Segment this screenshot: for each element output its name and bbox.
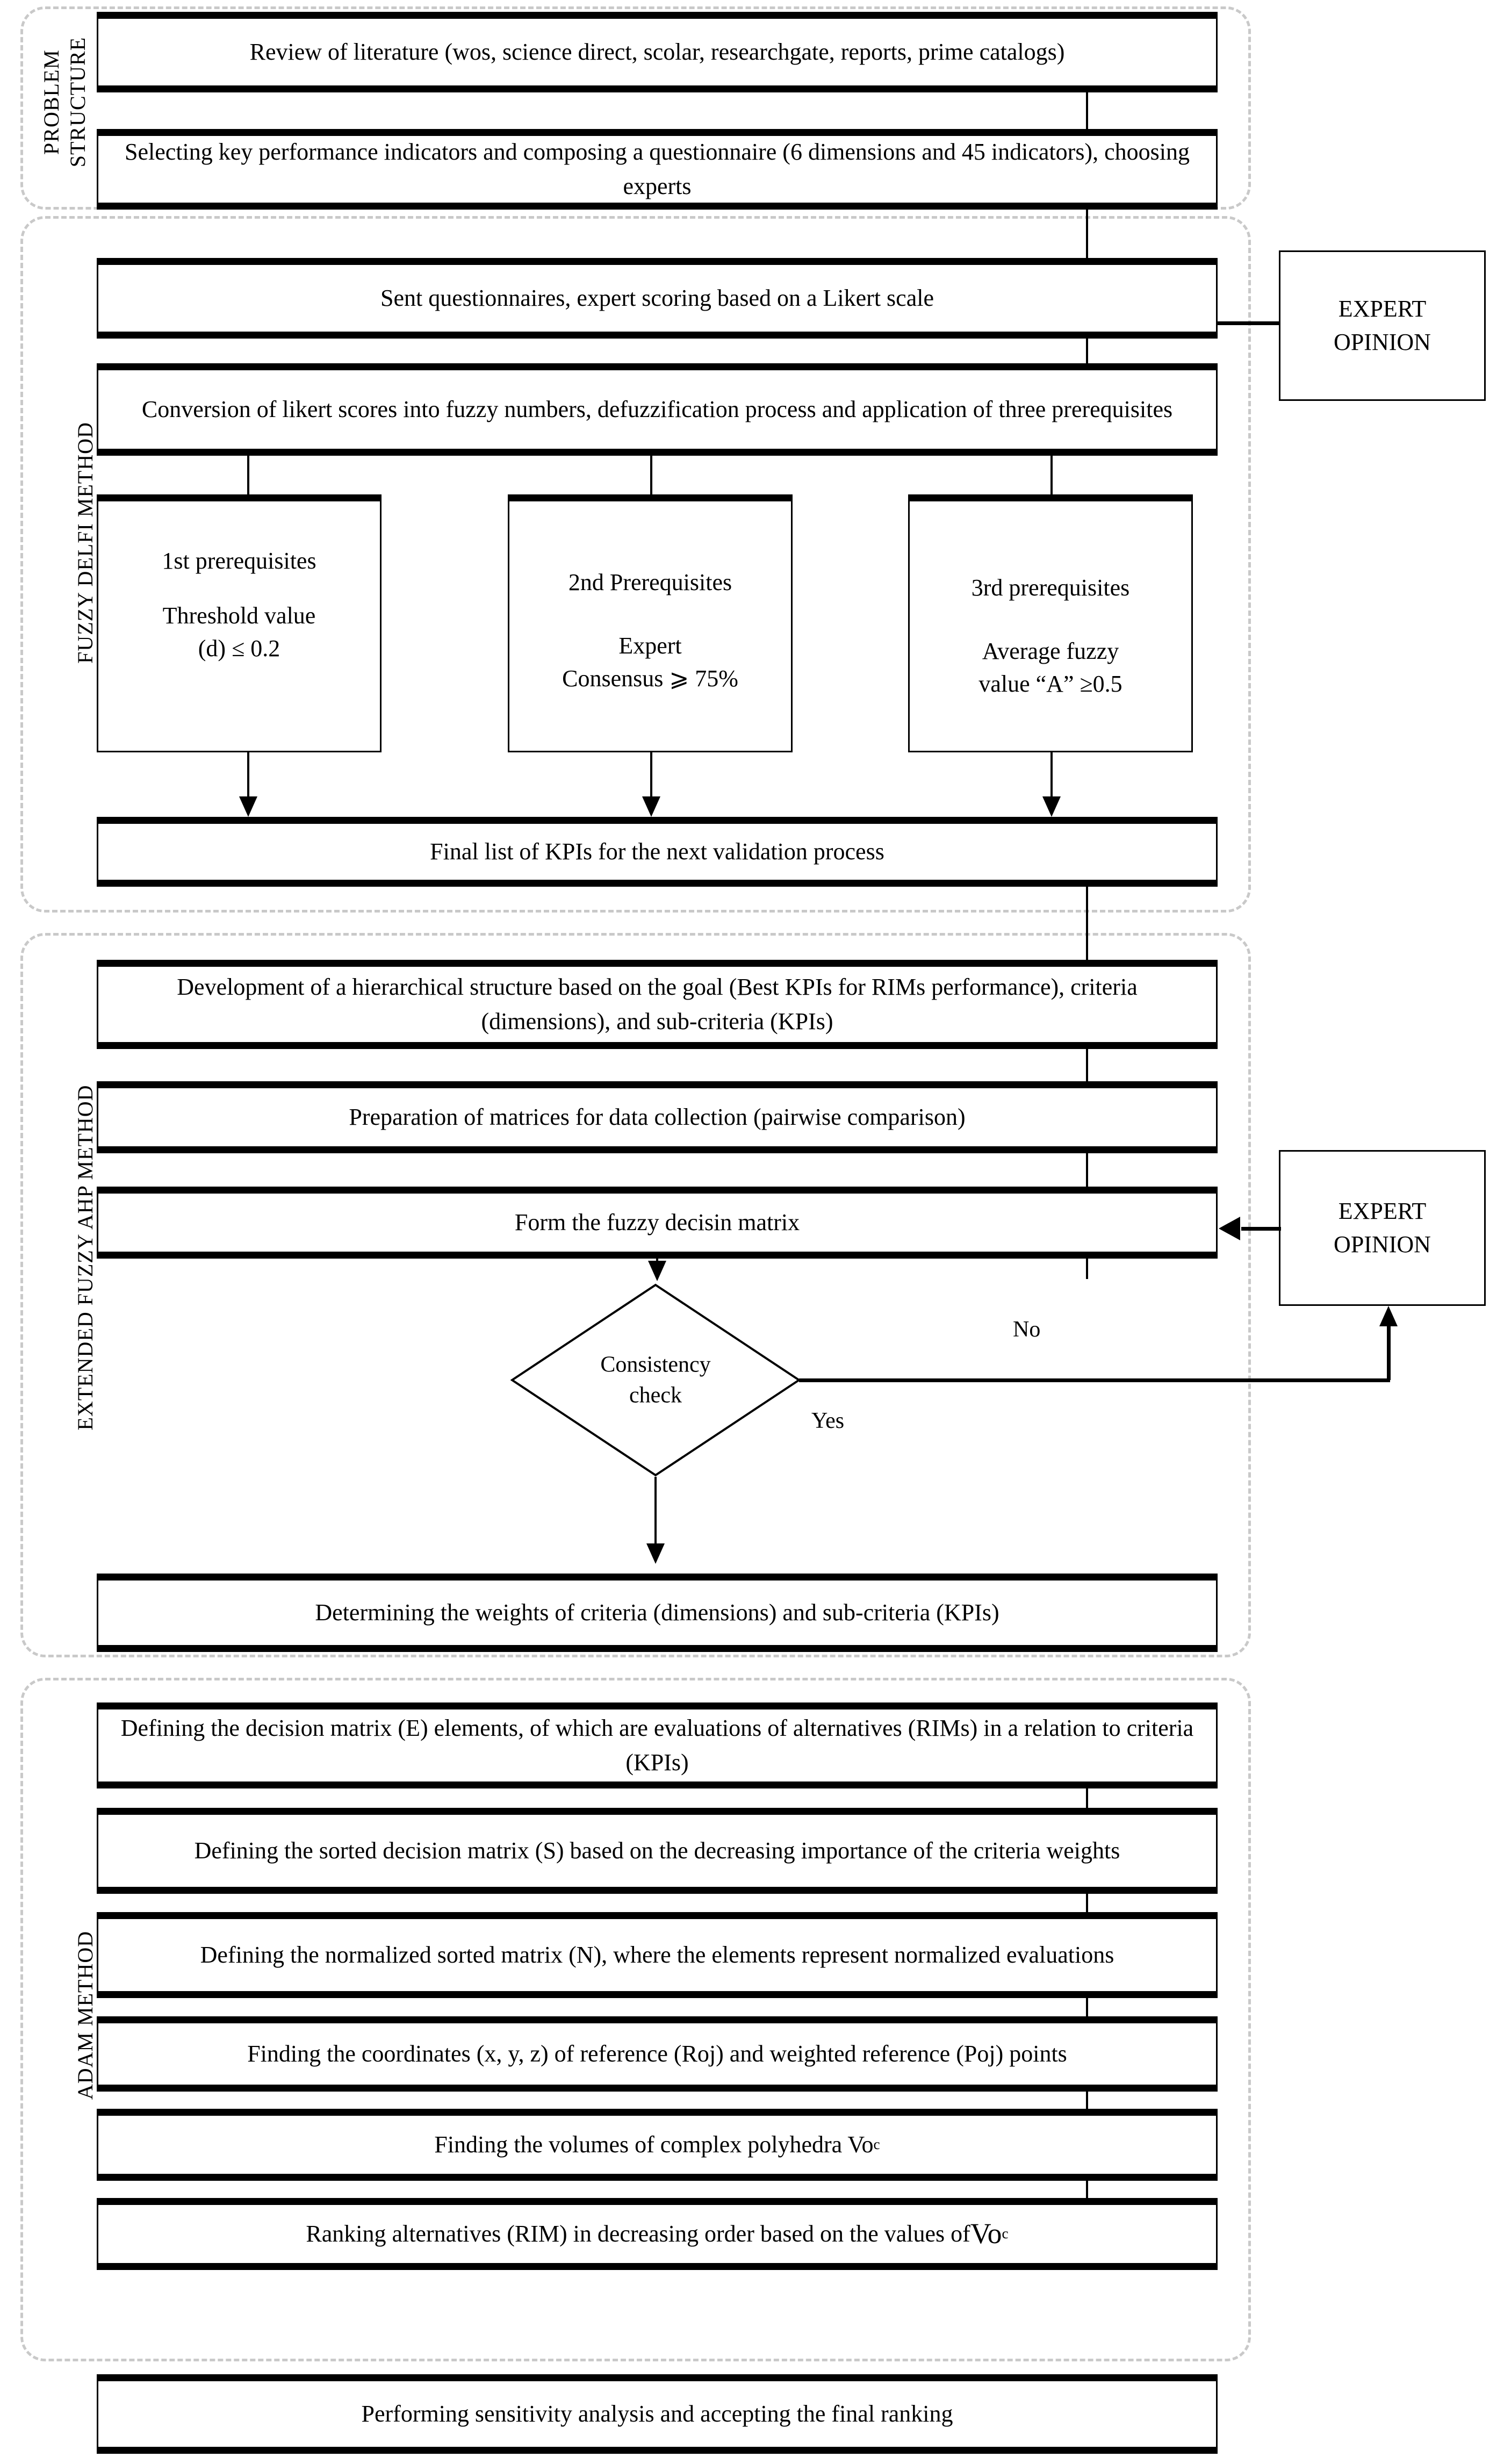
connector-yes-branch-vertical bbox=[654, 1477, 657, 1549]
expert-opinion-line1: EXPERT bbox=[1338, 296, 1427, 322]
prerequisite-3-title: 3rd prerequisites bbox=[971, 574, 1130, 601]
connector-conversion-stem-left bbox=[247, 456, 249, 497]
connector-hierarchical-to-matrices bbox=[1086, 1049, 1088, 1081]
step-sorted-matrix-s[interactable]: Defining the sorted decision matrix (S) … bbox=[97, 1808, 1218, 1894]
step-determine-weights[interactable]: Determining the weights of criteria (dim… bbox=[97, 1574, 1218, 1652]
step-conversion-likert[interactable]: Conversion of likert scores into fuzzy n… bbox=[97, 363, 1218, 456]
connector-questionnaires-to-conversion bbox=[1086, 339, 1088, 363]
step-sent-questionnaires[interactable]: Sent questionnaires, expert scoring base… bbox=[97, 258, 1218, 339]
expert-opinion-box-2[interactable]: EXPERT OPINION bbox=[1279, 1150, 1486, 1306]
step-normalized-matrix-n[interactable]: Defining the normalized sorted matrix (N… bbox=[97, 1912, 1218, 1998]
volumes-superscript: c bbox=[873, 2136, 880, 2153]
connector-coordinates-to-volumes bbox=[1086, 2092, 1088, 2109]
prerequisite-2-title: 2nd Prerequisites bbox=[568, 569, 732, 595]
expert-opinion-2-line2: OPINION bbox=[1334, 1231, 1431, 1258]
connector-matrices-to-fuzzy-matrix bbox=[1086, 1153, 1088, 1187]
arrow-yes-branch-to-weights bbox=[646, 1543, 665, 1564]
prerequisite-3-line1: Average fuzzy bbox=[982, 637, 1119, 664]
arrow-prereq3-to-final bbox=[1042, 796, 1061, 817]
prerequisite-1-line2: (d) ≤ 0.2 bbox=[198, 635, 280, 662]
prerequisite-box-1[interactable]: 1st prerequisites Threshold value (d) ≤ … bbox=[97, 494, 382, 752]
diamond-shape bbox=[510, 1283, 801, 1477]
prerequisite-3-line2: value “A” ≥0.5 bbox=[978, 671, 1122, 698]
step-form-fuzzy-matrix[interactable]: Form the fuzzy decisin matrix bbox=[97, 1187, 1218, 1259]
connector-conversion-stem-right bbox=[1050, 456, 1053, 497]
step-final-list-kpis[interactable]: Final list of KPIs for the next validati… bbox=[97, 817, 1218, 887]
branch-label-yes: Yes bbox=[811, 1409, 845, 1433]
decision-consistency-check[interactable]: Consistency check bbox=[510, 1283, 801, 1477]
connector-expert2-to-fuzzy-matrix bbox=[1241, 1227, 1281, 1231]
expert-opinion-box-1[interactable]: EXPERT OPINION bbox=[1279, 250, 1486, 401]
connector-fuzzy-matrix-to-consistency bbox=[1086, 1259, 1088, 1279]
connector-e-to-s bbox=[1086, 1788, 1088, 1808]
arrow-no-branch-to-expert2 bbox=[1379, 1306, 1398, 1326]
arrow-fuzzy-matrix-to-consistency bbox=[648, 1261, 666, 1281]
connector-fuzzy-matrix-stem bbox=[656, 1259, 658, 1263]
expert-opinion-2-line1: EXPERT bbox=[1338, 1198, 1427, 1225]
prerequisite-2-line1: Expert bbox=[618, 632, 682, 659]
connector-no-branch-horizontal bbox=[799, 1378, 1390, 1382]
step-volumes-polyhedra[interactable]: Finding the volumes of complex polyhedra… bbox=[97, 2109, 1218, 2181]
arrow-expert2-to-fuzzy-matrix bbox=[1219, 1217, 1240, 1240]
decision-label: Consistency check bbox=[510, 1349, 801, 1410]
connector-no-branch-vertical bbox=[1387, 1326, 1391, 1380]
connector-conversion-stem-mid bbox=[650, 456, 652, 497]
connector-review-to-select bbox=[1086, 92, 1088, 129]
decision-line2: check bbox=[629, 1383, 682, 1407]
step-decision-matrix-e[interactable]: Defining the decision matrix (E) element… bbox=[97, 1702, 1218, 1788]
decision-line1: Consistency bbox=[600, 1352, 711, 1377]
step-coordinates-reference[interactable]: Finding the coordinates (x, y, z) of ref… bbox=[97, 2016, 1218, 2092]
section-label-line2: STRUCTURE bbox=[65, 37, 90, 168]
arrow-prereq1-to-final bbox=[239, 796, 257, 817]
connector-final-to-hierarchical bbox=[1086, 887, 1088, 960]
connector-n-to-coordinates bbox=[1086, 1998, 1088, 2016]
connector-select-to-questionnaires bbox=[1086, 210, 1088, 258]
ranking-symbol: Vo bbox=[970, 2217, 1002, 2250]
step-sensitivity-analysis[interactable]: Performing sensitivity analysis and acce… bbox=[97, 2374, 1218, 2454]
prerequisite-1-title: 1st prerequisites bbox=[162, 548, 316, 574]
expert-opinion-line2: OPINION bbox=[1334, 329, 1431, 355]
section-label-extended-fuzzy-ahp: EXTENDED FUZZY AHP METHOD bbox=[73, 1084, 97, 1431]
step-prepare-matrices[interactable]: Preparation of matrices for data collect… bbox=[97, 1081, 1218, 1153]
step-review-literature[interactable]: Review of literature (wos, science direc… bbox=[97, 12, 1218, 92]
prerequisite-2-line2: Consensus ⩾ 75% bbox=[562, 665, 738, 692]
connector-prereq3-to-final bbox=[1050, 752, 1053, 800]
ranking-text: Ranking alternatives (RIM) in decreasing… bbox=[306, 2221, 970, 2247]
arrow-prereq2-to-final bbox=[642, 796, 660, 817]
section-label-problem-structure: PROBLEM STRUCTURE bbox=[39, 8, 91, 196]
prerequisite-box-2[interactable]: 2nd Prerequisites Expert Consensus ⩾ 75% bbox=[508, 494, 793, 752]
prerequisite-1-line1: Threshold value bbox=[162, 602, 316, 629]
section-label-fuzzy-delfi: FUZZY DELFI METHOD bbox=[73, 422, 97, 664]
step-hierarchical-structure[interactable]: Development of a hierarchical structure … bbox=[97, 960, 1218, 1049]
step-select-kpis[interactable]: Selecting key performance indicators and… bbox=[97, 129, 1218, 210]
connector-s-to-n bbox=[1086, 1894, 1088, 1912]
branch-label-no: No bbox=[1013, 1317, 1041, 1342]
step-ranking-alternatives[interactable]: Ranking alternatives (RIM) in decreasing… bbox=[97, 2198, 1218, 2270]
section-label-adam: ADAM METHOD bbox=[73, 1930, 97, 2100]
connector-prereq1-to-final bbox=[247, 752, 249, 800]
connector-expert1-to-questionnaires bbox=[1216, 321, 1280, 325]
connector-prereq2-to-final bbox=[650, 752, 652, 800]
prerequisite-box-3[interactable]: 3rd prerequisites Average fuzzy value “A… bbox=[908, 494, 1193, 752]
section-label-line1: PROBLEM bbox=[39, 49, 63, 155]
ranking-superscript: c bbox=[1002, 2225, 1009, 2242]
volumes-text: Finding the volumes of complex polyhedra… bbox=[434, 2131, 874, 2158]
connector-volumes-to-ranking bbox=[1086, 2181, 1088, 2198]
